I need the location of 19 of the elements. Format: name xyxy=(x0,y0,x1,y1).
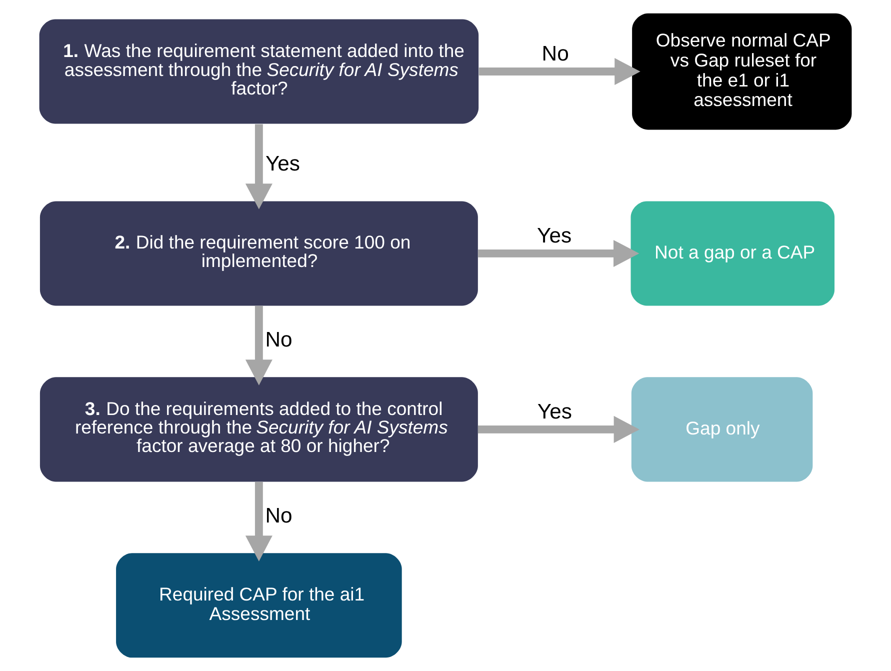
node-box: Not a gap or a CAP xyxy=(630,201,834,306)
node-box: Required CAP for the ai1 Assessment xyxy=(116,553,402,658)
edge-label: No xyxy=(542,42,569,66)
edge-label: Yes xyxy=(265,152,300,176)
edge-label: Yes xyxy=(537,400,572,424)
arrow xyxy=(478,58,640,86)
node-box: 1. Was the requirement statement added into the assessment through the Security for AI Systems factor? xyxy=(39,19,479,124)
edge-label: No xyxy=(265,328,292,352)
arrow xyxy=(245,306,272,386)
arrow xyxy=(478,416,640,443)
node-box: Observe normal CAP vs Gap ruleset for the e1 or i1 assessment xyxy=(632,13,852,130)
node-box: Gap only xyxy=(631,377,813,482)
edge-label: No xyxy=(265,504,292,528)
arrow xyxy=(478,240,640,267)
arrow xyxy=(245,124,272,210)
node-box: 2. Did the requirement score 100 on implemented? xyxy=(40,201,478,306)
edge-label: Yes xyxy=(537,224,572,248)
node-box: 3. Do the requirements added to the control reference through the Security for AI Systems factor average at 80 or higher? xyxy=(40,377,478,482)
arrow xyxy=(245,482,272,562)
